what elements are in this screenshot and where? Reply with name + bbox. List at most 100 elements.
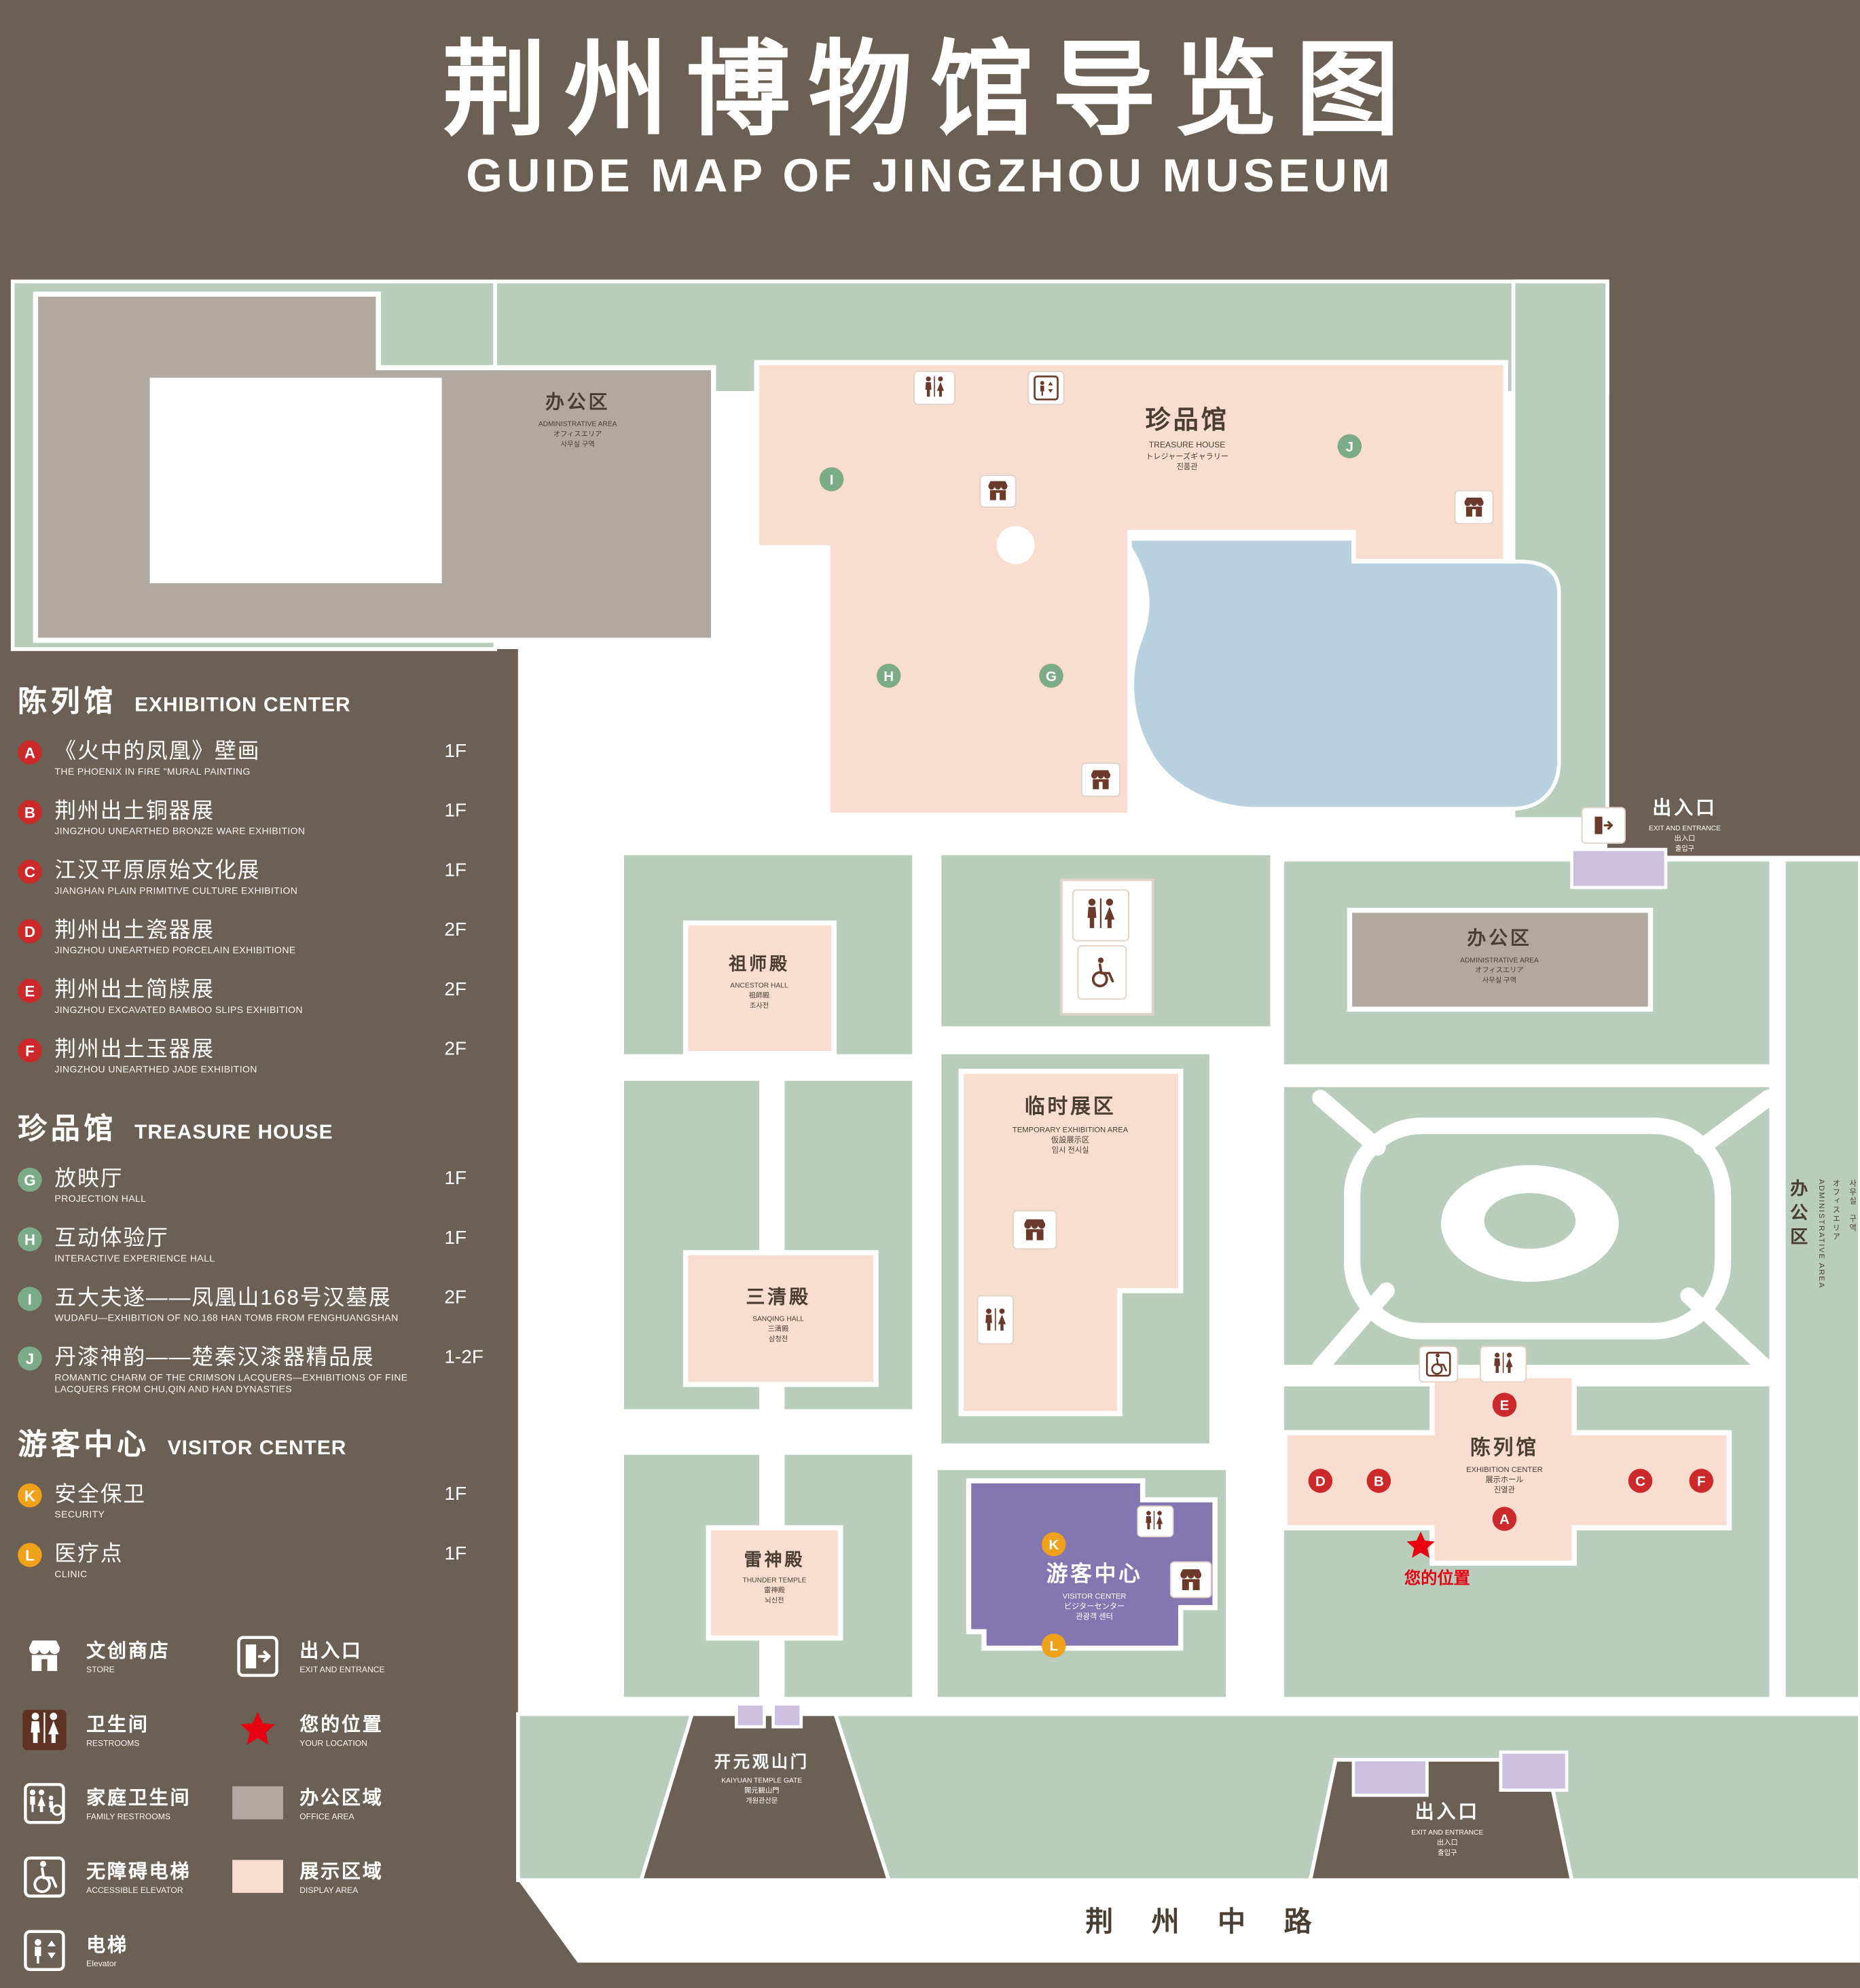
- svg-text:관광객 센터: 관광객 센터: [1076, 1613, 1113, 1621]
- building-ancestor-hall: [682, 920, 837, 1056]
- svg-text:G: G: [1046, 669, 1057, 684]
- store-icon: [1013, 1210, 1057, 1250]
- svg-text:珍品馆: 珍品馆: [1145, 405, 1228, 434]
- item-title: 荆州出土玉器展: [54, 1037, 215, 1061]
- section-title: 陈列馆: [18, 684, 117, 718]
- section-subtitle: VISITOR CENTER: [167, 1437, 347, 1460]
- marker-badge: L: [18, 1543, 42, 1568]
- svg-text:办公区: 办公区: [545, 391, 610, 412]
- item-floor: 1F: [444, 800, 467, 822]
- marker-badge: C: [18, 860, 42, 884]
- item-title: 安全保卫: [54, 1481, 147, 1507]
- label-east-exit: 出入口 EXIT AND ENTRANCE 出入口 출입구: [1649, 797, 1721, 853]
- item-floor: 2F: [444, 978, 467, 1001]
- svg-text:您的位置: 您的位置: [1404, 1568, 1470, 1587]
- svg-text:삼청전: 삼청전: [769, 1336, 788, 1344]
- label-admin-nw: 办公区 ADMINISTRATIVE AREA オフィスエリア 사무실 구역: [539, 391, 617, 448]
- map-icons: [913, 371, 1626, 1598]
- section-title: 珍品馆: [18, 1111, 117, 1145]
- svg-text:祖师殿: 祖师殿: [729, 953, 790, 974]
- restrooms-icon: [18, 1708, 71, 1750]
- svg-text:사무실 구역: 사무실 구역: [561, 440, 595, 448]
- svg-text:J: J: [1346, 439, 1353, 455]
- label-sanqing-hall: 三清殿 SANQING HALL 三清殿 삼청전: [746, 1287, 810, 1344]
- item-floor: 2F: [444, 919, 467, 941]
- svg-text:임시 전시실: 임시 전시실: [1052, 1145, 1089, 1154]
- accessible-elevator-icon: [18, 1856, 71, 1898]
- exit-icon: [231, 1635, 285, 1677]
- store-icon: [1169, 1561, 1212, 1598]
- svg-text:개원관산문: 개원관산문: [746, 1797, 778, 1805]
- svg-text:H: H: [883, 669, 894, 684]
- svg-text:SANQING HALL: SANQING HALL: [752, 1316, 804, 1323]
- marker-badge: B: [18, 800, 42, 824]
- svg-text:TEMPORARY EXHIBITION AREA: TEMPORARY EXHIBITION AREA: [1013, 1126, 1129, 1135]
- label-zh: 办公区: [1789, 1179, 1810, 1252]
- elevator-icon: [1027, 371, 1065, 405]
- svg-text:出入口: 出入口: [1675, 834, 1696, 843]
- svg-text:ANCESTOR HALL: ANCESTOR HALL: [730, 982, 788, 990]
- store-icon: [1080, 762, 1120, 797]
- marker-c: C: [1628, 1469, 1653, 1493]
- marker-badge: A: [18, 740, 42, 765]
- item-subtitle: WUDAFU—EXHIBITION OF NO.168 HAN TOMB FRO…: [54, 1312, 399, 1324]
- south-exit-building-right: [1499, 1750, 1569, 1792]
- svg-text:三清殿: 三清殿: [746, 1287, 810, 1308]
- item-subtitle: ROMANTIC CHARM OF THE CRIMSON LACQUERS—E…: [54, 1372, 408, 1395]
- item-subtitle: SECURITY: [54, 1509, 105, 1521]
- restrooms-icon: [1480, 1346, 1527, 1383]
- your-location-icon: [231, 1709, 285, 1750]
- legend-section-visitor: 游客中心 VISITOR CENTER: [18, 1420, 515, 1462]
- svg-text:TREASURE HOUSE: TREASURE HOUSE: [1149, 440, 1226, 449]
- svg-text:L: L: [1049, 1638, 1058, 1654]
- marker-badge: I: [18, 1287, 42, 1311]
- store-icon: [18, 1636, 71, 1676]
- svg-text:出入口: 出入口: [1437, 1838, 1458, 1847]
- svg-text:뇌신전: 뇌신전: [765, 1596, 784, 1604]
- label-jp: オフィスエリア: [1830, 1179, 1839, 1242]
- item-floor: 1F: [444, 1483, 467, 1505]
- label-gate: 开元观山门 KAIYUAN TEMPLE GATE 開元観山門 개원관산문: [714, 1752, 809, 1805]
- marker-e: E: [1492, 1393, 1517, 1417]
- svg-text:开元观山门: 开元观山门: [714, 1752, 809, 1771]
- road-label: 荆 州 中 路: [1085, 1906, 1327, 1937]
- svg-text:조사전: 조사전: [750, 1002, 769, 1010]
- label-exhibition-center: 陈列馆 EXHIBITION CENTER 展示ホール 진열관: [1466, 1436, 1543, 1494]
- label-ancestor-hall: 祖师殿 ANCESTOR HALL 祖師殿 조사전: [729, 953, 790, 1010]
- marker-f: F: [1689, 1469, 1714, 1493]
- svg-text:C: C: [1635, 1473, 1645, 1489]
- item-floor: 1F: [444, 1543, 467, 1565]
- label-admin-mid: 办公区 ADMINISTRATIVE AREA オフィスエリア 사무실 구역: [1460, 927, 1539, 984]
- marker-a: A: [1492, 1507, 1517, 1531]
- item-subtitle: INTERACTIVE EXPERIENCE HALL: [54, 1252, 215, 1264]
- item-floor: 2F: [444, 1038, 467, 1061]
- item-title: 《火中的凤凰》壁画: [54, 739, 261, 764]
- building-thunder-temple: [706, 1525, 843, 1641]
- svg-text:三清殿: 三清殿: [768, 1325, 789, 1333]
- store-icon: [1454, 490, 1494, 525]
- svg-text:オフィスエリア: オフィスエリア: [553, 430, 602, 438]
- accessible-elevator-icon: [1419, 1346, 1459, 1383]
- item-title: 五大夫遂——凤凰山168号汉墓展: [54, 1285, 392, 1310]
- item-title: 荆州出土简牍展: [54, 977, 215, 1002]
- svg-text:I: I: [830, 472, 834, 487]
- building-admin-nw: [33, 291, 716, 643]
- family-restrooms-icon: [18, 1782, 71, 1824]
- svg-text:雷神殿: 雷神殿: [764, 1585, 785, 1594]
- svg-text:EXHIBITION CENTER: EXHIBITION CENTER: [1466, 1466, 1543, 1474]
- svg-text:仮設展示区: 仮設展示区: [1051, 1135, 1089, 1144]
- garden-paths: [1312, 1089, 1777, 1376]
- area-far-right-strip: [1781, 858, 1860, 1701]
- south-exit-building-left: [1351, 1758, 1429, 1797]
